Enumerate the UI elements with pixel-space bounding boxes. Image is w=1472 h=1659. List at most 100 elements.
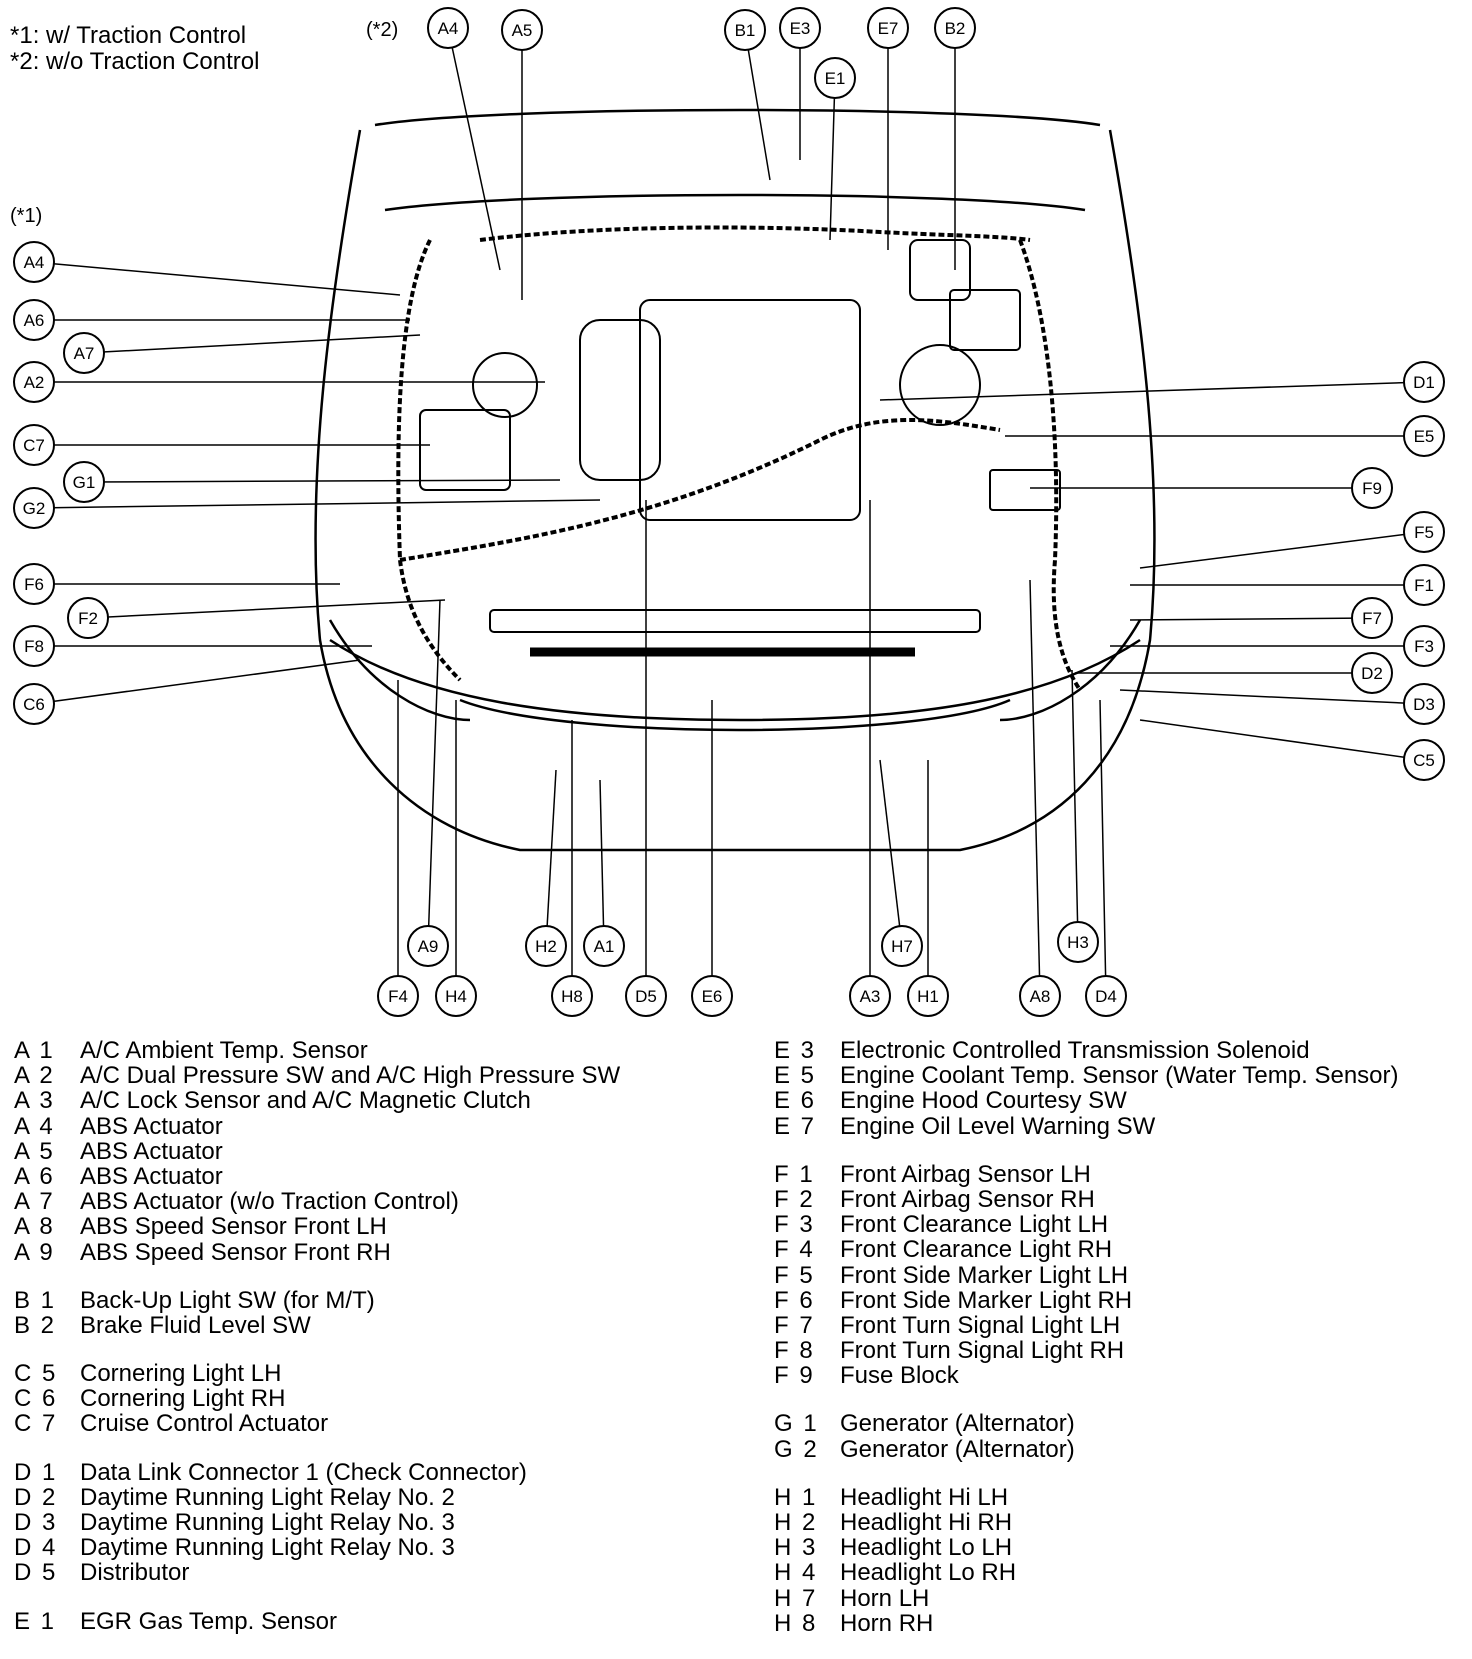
callout-f9: F9 xyxy=(1351,467,1393,509)
engine-parts xyxy=(419,239,1061,657)
top-harness xyxy=(479,225,1031,242)
callout-label: H3 xyxy=(1067,933,1089,952)
callout-label: A6 xyxy=(24,311,45,330)
legend-code: H 3 xyxy=(774,1534,818,1562)
callout-circle xyxy=(13,625,55,667)
legend-code: H 4 xyxy=(774,1559,818,1587)
callout-c7: C7 xyxy=(13,424,55,466)
leader-line-a1 xyxy=(599,779,605,947)
callout-label: D4 xyxy=(1095,987,1117,1006)
callout-label: A4 xyxy=(438,19,459,38)
callout-b2: B2 xyxy=(934,7,976,49)
car-body-outline xyxy=(314,108,1156,852)
callout-h3: H3 xyxy=(1057,921,1099,963)
legend-code: D 2 xyxy=(14,1483,58,1511)
legend-component-name: Brake Fluid Level SW xyxy=(80,1311,311,1339)
legend-component-name: Front Airbag Sensor LH xyxy=(840,1160,1091,1188)
legend-code: A 6 xyxy=(14,1162,55,1190)
legend-code: D 4 xyxy=(14,1534,58,1562)
callout-circle xyxy=(1403,739,1445,781)
callout-f8: F8 xyxy=(13,625,55,667)
callout-circle xyxy=(691,975,733,1017)
callout-circle xyxy=(63,461,105,503)
leader-line-f7 xyxy=(1129,617,1373,621)
legend-row: F 6 Front Side Marker Light RH xyxy=(774,1286,1464,1314)
callout-circle xyxy=(13,241,55,283)
legend-code: F 6 xyxy=(774,1286,815,1314)
callout-f6: F6 xyxy=(13,563,55,605)
callout-circle xyxy=(551,975,593,1017)
callout-label: F1 xyxy=(1414,576,1434,595)
callout-label: A3 xyxy=(860,987,881,1006)
callout-label: A7 xyxy=(74,344,95,363)
callout-e1: E1 xyxy=(814,57,856,99)
legend-component-name: A/C Ambient Temp. Sensor xyxy=(80,1037,368,1064)
callout-a4-top: A4 xyxy=(427,7,469,49)
right-headlamp xyxy=(999,619,1142,722)
callout-label: F3 xyxy=(1414,637,1434,656)
legend-component-name: Front Side Marker Light RH xyxy=(840,1286,1133,1314)
legend-component-name: EGR Gas Temp. Sensor xyxy=(80,1607,337,1635)
legend-code: F 3 xyxy=(774,1211,815,1239)
windshield-line xyxy=(374,108,1101,127)
leader-line-c6 xyxy=(33,659,361,705)
leader-line-g1 xyxy=(83,479,561,483)
callout-label: E7 xyxy=(878,19,899,38)
legend-component-name: Horn RH xyxy=(840,1609,934,1637)
body-outline xyxy=(314,129,1156,852)
legend-code: A 8 xyxy=(14,1213,55,1241)
callout-circle xyxy=(1403,511,1445,553)
callout-label: F8 xyxy=(24,637,44,656)
callout-label: F2 xyxy=(78,609,98,628)
callout-circle xyxy=(625,975,667,1017)
callout-circle xyxy=(13,424,55,466)
callout-circle xyxy=(1085,975,1127,1017)
legend-code: H 7 xyxy=(774,1584,818,1612)
legend-component-name: Daytime Running Light Relay No. 3 xyxy=(80,1509,455,1536)
legend-code: A 7 xyxy=(14,1188,55,1216)
legend-component-name: Cruise Control Actuator xyxy=(80,1410,329,1438)
legend-code: C 5 xyxy=(14,1360,58,1388)
callout-label: E1 xyxy=(825,69,846,88)
callout-e5: E5 xyxy=(1403,415,1445,457)
legend-code: F 9 xyxy=(774,1362,815,1390)
callout-label: H1 xyxy=(917,987,939,1006)
legend-code: C 6 xyxy=(14,1385,58,1413)
legend-component-name: Generator (Alternator) xyxy=(840,1410,1075,1438)
callout-d5: D5 xyxy=(625,975,667,1017)
callout-label: D5 xyxy=(635,987,657,1006)
callout-label: E5 xyxy=(1414,427,1435,446)
legend-component-name: Engine Oil Level Warning SW xyxy=(840,1112,1156,1140)
legend-component-name: Cornering Light LH xyxy=(80,1360,282,1388)
legend-code: G 1 xyxy=(774,1410,819,1438)
callout-a3: A3 xyxy=(849,975,891,1017)
legend-code: A 1 xyxy=(14,1037,55,1064)
legend-code: E 6 xyxy=(774,1087,817,1115)
callout-d3: D3 xyxy=(1403,683,1445,725)
leader-lines xyxy=(33,27,1425,997)
callout-c6: C6 xyxy=(13,683,55,725)
callout-circle xyxy=(63,332,105,374)
callout-circle xyxy=(583,925,625,967)
callout-label: F9 xyxy=(1362,479,1382,498)
legend-component-name: Electronic Controlled Transmission Solen… xyxy=(840,1037,1310,1064)
callout-label: A1 xyxy=(594,937,615,956)
callout-h1: H1 xyxy=(907,975,949,1017)
callout-label: A2 xyxy=(24,373,45,392)
marker-without-traction: (*2) xyxy=(366,19,398,41)
cowl-line xyxy=(384,193,1086,212)
